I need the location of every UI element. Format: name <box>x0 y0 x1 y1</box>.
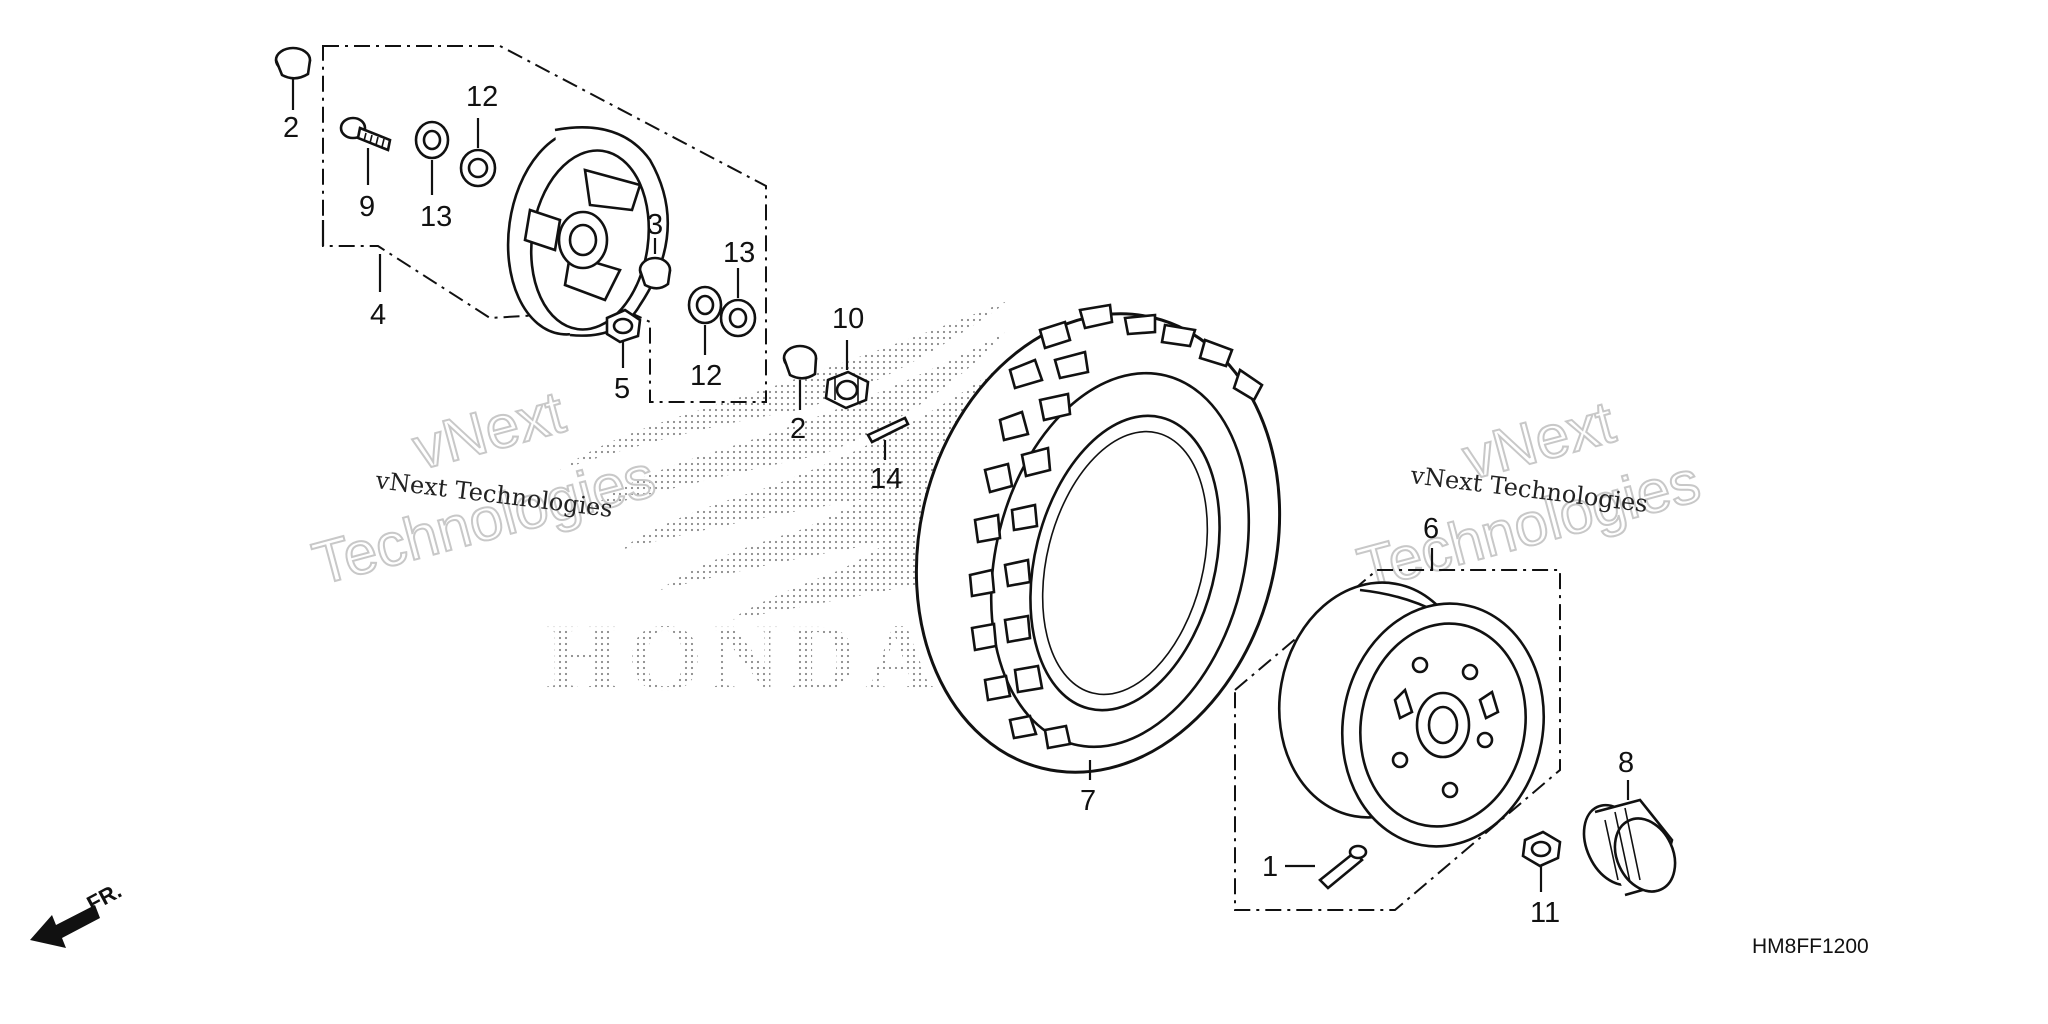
callout-9: 9 <box>359 191 375 223</box>
watermark-left: vNext Technologies vNext Technologies <box>305 377 663 598</box>
callout-14: 14 <box>870 463 902 495</box>
honda-logo-text: HONDA <box>545 604 942 711</box>
callout-12-top: 12 <box>466 81 498 113</box>
callout-3: 3 <box>647 209 663 241</box>
seal-part-13-lower <box>719 298 757 338</box>
callout-8: 8 <box>1618 747 1634 779</box>
bolt-part-9 <box>339 116 392 152</box>
valve-part-1 <box>1318 844 1368 890</box>
callout-4: 4 <box>370 299 386 331</box>
wheel-rim-part-6 <box>1277 581 1546 848</box>
bearing-part-12-top <box>459 148 497 188</box>
front-direction-arrow: FR. <box>30 878 126 948</box>
callout-6: 6 <box>1423 513 1439 545</box>
cotter-pin-part-14 <box>866 416 910 444</box>
collar-part-2-middle <box>782 344 818 380</box>
nut-part-11 <box>1521 830 1562 868</box>
callout-10: 10 <box>832 303 864 335</box>
callout-12-lower: 12 <box>690 360 722 392</box>
tire-part-7 <box>914 303 1282 774</box>
callout-2-top: 2 <box>283 112 299 144</box>
callout-11: 11 <box>1530 897 1560 929</box>
hub-cap-part-8 <box>1582 798 1677 897</box>
castle-nut-part-10 <box>824 370 870 410</box>
watermark-big-line1: vNext <box>406 378 572 482</box>
callout-1: 1 <box>1262 851 1278 883</box>
spacer-part-3 <box>638 256 672 290</box>
collar-part-2-top <box>274 46 312 80</box>
callout-5: 5 <box>614 373 630 405</box>
wheel-hub-part-4 <box>506 126 670 337</box>
nut-part-5 <box>605 308 642 344</box>
bearing-part-12-lower <box>687 285 723 325</box>
watermark-right: vNext Technologies vNext Technologies <box>1350 387 1708 603</box>
seal-part-13-top <box>414 120 450 160</box>
hub-group-box <box>322 45 767 403</box>
callout-2-middle: 2 <box>790 413 806 445</box>
callout-13-top: 13 <box>420 201 452 233</box>
wheel-group-box <box>1234 569 1561 911</box>
callout-7: 7 <box>1080 785 1096 817</box>
callout-13-lower: 13 <box>723 237 755 269</box>
callout-numbers: 2 9 13 12 4 3 13 12 5 2 10 14 7 6 1 11 8 <box>283 81 1634 929</box>
diagram-code: HM8FF1200 <box>1752 935 1869 958</box>
